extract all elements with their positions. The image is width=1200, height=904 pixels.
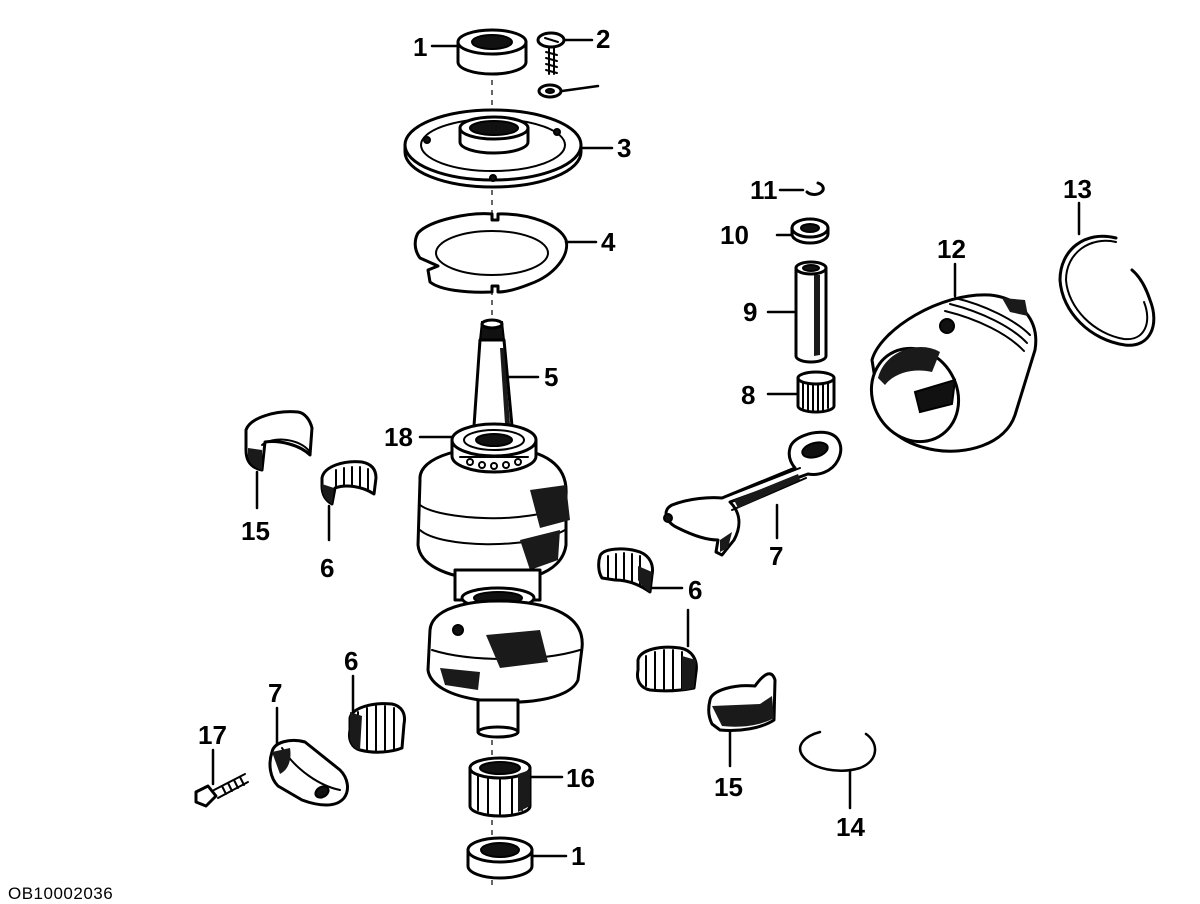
document-id: OB10002036 <box>8 884 114 903</box>
callout-10: 10 <box>720 220 749 250</box>
callout-6-lower: 6 <box>344 646 358 676</box>
part-8-needle-bearing <box>796 370 836 414</box>
callout-11: 11 <box>750 175 778 205</box>
part-9-piston-pin <box>794 260 828 364</box>
part-12-piston <box>869 293 1038 453</box>
callout-6-right: 6 <box>688 575 702 605</box>
part-11-circlip <box>805 181 825 196</box>
part-18-ball-bearing <box>450 422 538 474</box>
part-7-rod-cap <box>268 738 349 807</box>
callout-12: 12 <box>937 234 966 264</box>
part-5-crankshaft <box>416 318 584 739</box>
callout-4: 4 <box>601 227 616 257</box>
callout-16: 16 <box>566 763 595 793</box>
part-10-thrust-washer <box>790 217 830 245</box>
part-3-retainer-plate <box>403 108 583 189</box>
part-1-top-seal <box>456 28 528 76</box>
part-17-rod-bolt <box>194 773 249 808</box>
part-14-retaining-ring <box>798 730 877 772</box>
callout-8: 8 <box>741 380 755 410</box>
part-16-roller-bearing <box>468 756 532 818</box>
callout-3: 3 <box>617 133 631 163</box>
callout-7-lower: 7 <box>268 678 282 708</box>
part-6-right-lower-needle-cage <box>636 645 698 693</box>
part-2-screw <box>536 31 566 99</box>
callout-15-right: 15 <box>714 772 743 802</box>
part-15-left-bearing-shell <box>244 410 314 472</box>
callout-7-right: 7 <box>769 541 783 571</box>
leader-washer <box>560 84 600 93</box>
callout-14: 14 <box>836 812 865 842</box>
part-7-connecting-rod <box>663 430 843 557</box>
callout-17: 17 <box>198 720 227 750</box>
callout-6-left: 6 <box>320 553 334 583</box>
part-6-left-needle-cage <box>320 460 378 506</box>
part-4-gasket <box>413 212 569 294</box>
part-13-piston-ring <box>1058 234 1156 347</box>
part-15-right-bearing-shell <box>707 672 777 732</box>
callout-13: 13 <box>1063 174 1092 204</box>
callout-1-top: 1 <box>413 32 427 62</box>
callout-2: 2 <box>596 24 610 54</box>
part-6-right-needle-cage <box>597 547 654 594</box>
part-6-lower-needle-cage <box>348 702 406 754</box>
callout-1-bottom: 1 <box>571 841 585 871</box>
callout-5: 5 <box>544 362 558 392</box>
callout-18: 18 <box>384 422 413 452</box>
part-1-bottom-seal <box>466 836 534 880</box>
callout-15-left: 15 <box>241 516 270 546</box>
callout-9: 9 <box>743 297 757 327</box>
